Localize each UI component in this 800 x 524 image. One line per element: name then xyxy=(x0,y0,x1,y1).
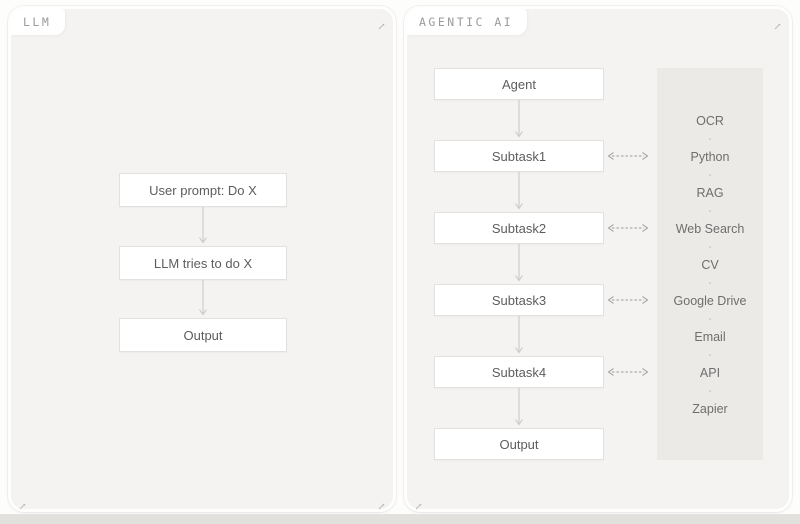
canvas-bottom-edge xyxy=(0,514,800,524)
resize-handle-icon[interactable] xyxy=(415,497,422,510)
flow-node-output[interactable]: Output xyxy=(119,318,287,352)
tools-tray: OCR Python RAG Web Search CV Google Driv… xyxy=(657,68,763,460)
tool-item-ocr: OCR xyxy=(696,114,724,128)
bidirectional-arrow-icon xyxy=(607,152,649,160)
flow-node-subtask4[interactable]: Subtask4 xyxy=(434,356,604,388)
flow-node-agent[interactable]: Agent xyxy=(434,68,604,100)
flow-node-subtask2[interactable]: Subtask2 xyxy=(434,212,604,244)
llm-panel-title: LLM xyxy=(23,15,52,29)
tool-item-python: Python xyxy=(657,138,763,175)
bidirectional-arrow-icon xyxy=(607,368,649,376)
agentic-ai-panel-title: AGENTIC AI xyxy=(419,15,514,29)
resize-handle-icon[interactable] xyxy=(774,17,781,30)
flow-node-subtask3[interactable]: Subtask3 xyxy=(434,284,604,316)
tool-item-api: API xyxy=(657,354,763,391)
flow-node-output[interactable]: Output xyxy=(434,428,604,460)
tool-item-web-search: Web Search xyxy=(657,210,763,247)
agentic-ai-panel: AGENTIC AI Agent Subtask1 Subtask2 Subta… xyxy=(404,6,792,512)
flow-node-user-prompt[interactable]: User prompt: Do X xyxy=(119,173,287,207)
flow-node-llm-tries[interactable]: LLM tries to do X xyxy=(119,246,287,280)
bidirectional-arrow-icon xyxy=(607,296,649,304)
tool-item-email: Email xyxy=(657,318,763,355)
down-arrow-icon xyxy=(199,207,207,244)
down-arrow-icon xyxy=(515,244,523,282)
down-arrow-icon xyxy=(515,172,523,210)
tool-item-zapier: Zapier xyxy=(657,390,763,427)
resize-handle-icon[interactable] xyxy=(378,17,385,30)
tool-item-google-drive: Google Drive xyxy=(657,282,763,319)
resize-handle-icon[interactable] xyxy=(19,497,26,510)
tool-item-rag: RAG xyxy=(657,174,763,211)
flow-node-subtask1[interactable]: Subtask1 xyxy=(434,140,604,172)
down-arrow-icon xyxy=(515,316,523,354)
down-arrow-icon xyxy=(515,100,523,138)
llm-panel: LLM User prompt: Do X LLM tries to do X … xyxy=(8,6,396,512)
bidirectional-arrow-icon xyxy=(607,224,649,232)
down-arrow-icon xyxy=(199,280,207,316)
down-arrow-icon xyxy=(515,388,523,426)
resize-handle-icon[interactable] xyxy=(378,497,385,510)
tool-item-cv: CV xyxy=(657,246,763,283)
llm-panel-tab[interactable]: LLM xyxy=(11,9,66,35)
agentic-ai-panel-tab[interactable]: AGENTIC AI xyxy=(407,9,528,35)
